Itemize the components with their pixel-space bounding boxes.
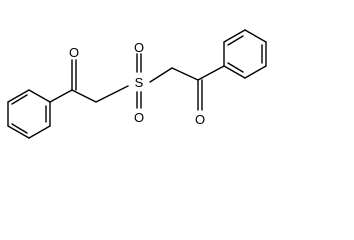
- sulfur-label: S: [135, 75, 144, 90]
- right-ring-bond: [223, 29, 246, 43]
- right-ring-double-bond: [227, 62, 244, 73]
- sulfur-methylene-bond: [149, 67, 173, 83]
- left-ketone-chain: [49, 59, 129, 103]
- carbonyl-methylene-bond: [71, 89, 97, 103]
- left-ring-double-bond: [11, 123, 28, 134]
- right-phenyl-ring: [223, 29, 267, 79]
- left-ring-bond: [7, 125, 30, 139]
- sulfonyl-oxygen-top-label: O: [134, 40, 144, 55]
- left-ring-bond: [7, 89, 30, 103]
- right-ketone-chain: [171, 65, 225, 111]
- left-carbonyl-oxygen-label: O: [69, 45, 79, 60]
- structure-canvas: S O O O O: [7, 29, 267, 139]
- right-ring-bond: [223, 65, 246, 79]
- molecule-drawing: S O O O O: [7, 29, 267, 139]
- methylene-sulfur-bond: [95, 85, 129, 103]
- left-ring-bond: [28, 125, 51, 139]
- right-ring-double-bond: [227, 35, 244, 46]
- methylene-carbonyl-bond: [171, 67, 199, 81]
- left-ring-double-bond: [11, 94, 28, 105]
- sulfonyl-oxygen-bottom-label: O: [134, 110, 144, 125]
- phenyl-carbonyl-bond: [49, 89, 73, 103]
- left-ring-bond: [28, 89, 51, 103]
- carbonyl-phenyl-bond: [197, 65, 225, 81]
- right-carbonyl-oxygen-label: O: [195, 112, 205, 127]
- left-phenyl-ring: [7, 89, 51, 139]
- sulfonyl-group: [136, 53, 173, 109]
- right-ring-bond: [244, 65, 267, 79]
- right-ring-bond: [244, 29, 267, 43]
